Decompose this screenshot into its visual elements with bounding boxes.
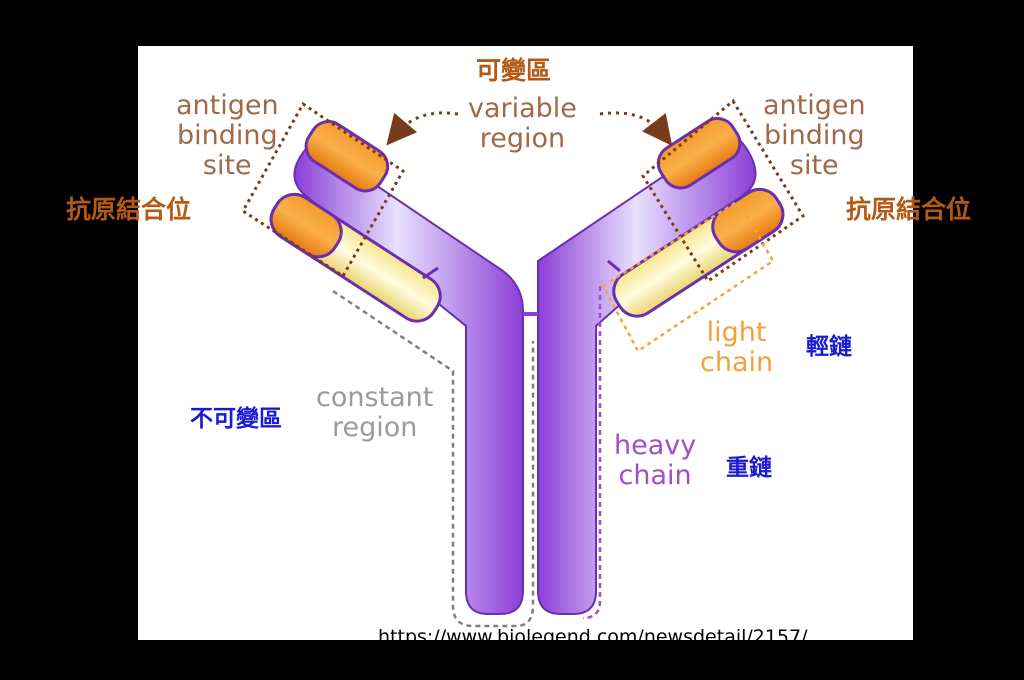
label-line: heavy — [614, 430, 697, 461]
label-constant-region: constant region — [316, 383, 433, 443]
label-line: light — [706, 317, 767, 348]
label-line: chain — [618, 460, 692, 491]
label-line: region — [331, 412, 418, 443]
label-line: site — [789, 150, 839, 181]
zh-light-chain: 輕鏈 — [806, 334, 852, 360]
diagram-panel: antigen binding site antigen binding sit… — [138, 46, 913, 640]
label-line: site — [202, 150, 252, 181]
heavy-chain-outline — [582, 286, 602, 620]
label-line: binding — [763, 120, 865, 151]
heavy-variable-domain-right — [656, 117, 742, 190]
antibody-diagram — [241, 98, 806, 628]
light-chain-right — [612, 187, 785, 318]
variable-arrow-left — [386, 111, 459, 146]
label-line: chain — [700, 347, 774, 378]
heavy-chain-left — [293, 144, 524, 615]
zh-heavy-chain: 重鏈 — [726, 455, 772, 481]
light-chain-outline — [601, 199, 775, 353]
zh-antigen-site-left: 抗原結合位 — [66, 195, 192, 224]
label-line: binding — [176, 120, 278, 151]
zh-variable-region: 可變區 — [476, 56, 552, 85]
label-antigen-site-left: antigen binding site — [176, 91, 279, 181]
label-line: region — [479, 123, 566, 154]
heavy-chain-right — [537, 134, 757, 615]
light-heavy-bond-left — [422, 266, 439, 280]
label-heavy-chain: heavy chain — [614, 431, 696, 491]
label-line: constant — [316, 382, 434, 413]
label-line: variable — [468, 93, 577, 124]
label-antigen-site-right: antigen binding site — [763, 91, 866, 181]
zh-antigen-site-right: 抗原結合位 — [846, 195, 972, 224]
light-chain-left — [269, 192, 442, 323]
label-variable-region: variable region — [468, 94, 577, 154]
label-light-chain: light chain — [700, 318, 773, 378]
heavy-variable-domain-left — [304, 120, 390, 193]
label-line: antigen — [176, 90, 279, 121]
label-line: antigen — [763, 90, 866, 121]
light-heavy-bond-right — [607, 259, 621, 273]
antigen-site-outline-left — [241, 101, 405, 279]
variable-arrow-right — [599, 111, 673, 146]
zh-constant-region: 不可變區 — [190, 406, 282, 432]
source-url: https://www.biolegend.com/newsdetail/215… — [378, 626, 808, 648]
